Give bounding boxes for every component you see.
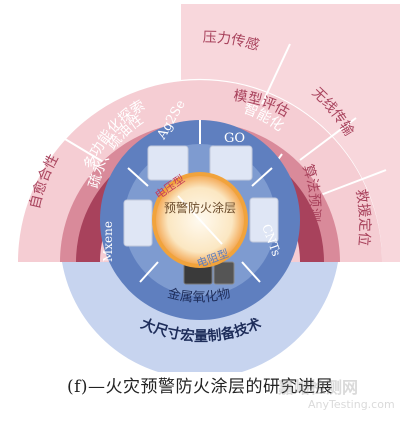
research-progress-diagram: 预警防火涂层 电压型 电阻型 Ag2Se GO CNTs Mxene 金属氧化物… — [18, 4, 400, 372]
watermark-en: AnyTesting.com — [308, 398, 395, 411]
mxene-label: Mxene — [101, 221, 115, 262]
watermark-cn: 嘉峪检测网 — [278, 378, 359, 397]
center-title: 预警防火涂层 — [164, 200, 236, 215]
watermark: 嘉峪检测网 AnyTesting.com — [278, 374, 400, 411]
go-label: GO — [224, 131, 245, 146]
figure-caption: (f)—火灾预警防火涂层的研究进展 — [66, 377, 334, 397]
metal-oxide-label: 金属氧化物 — [166, 285, 232, 305]
inner-divider — [177, 195, 223, 245]
